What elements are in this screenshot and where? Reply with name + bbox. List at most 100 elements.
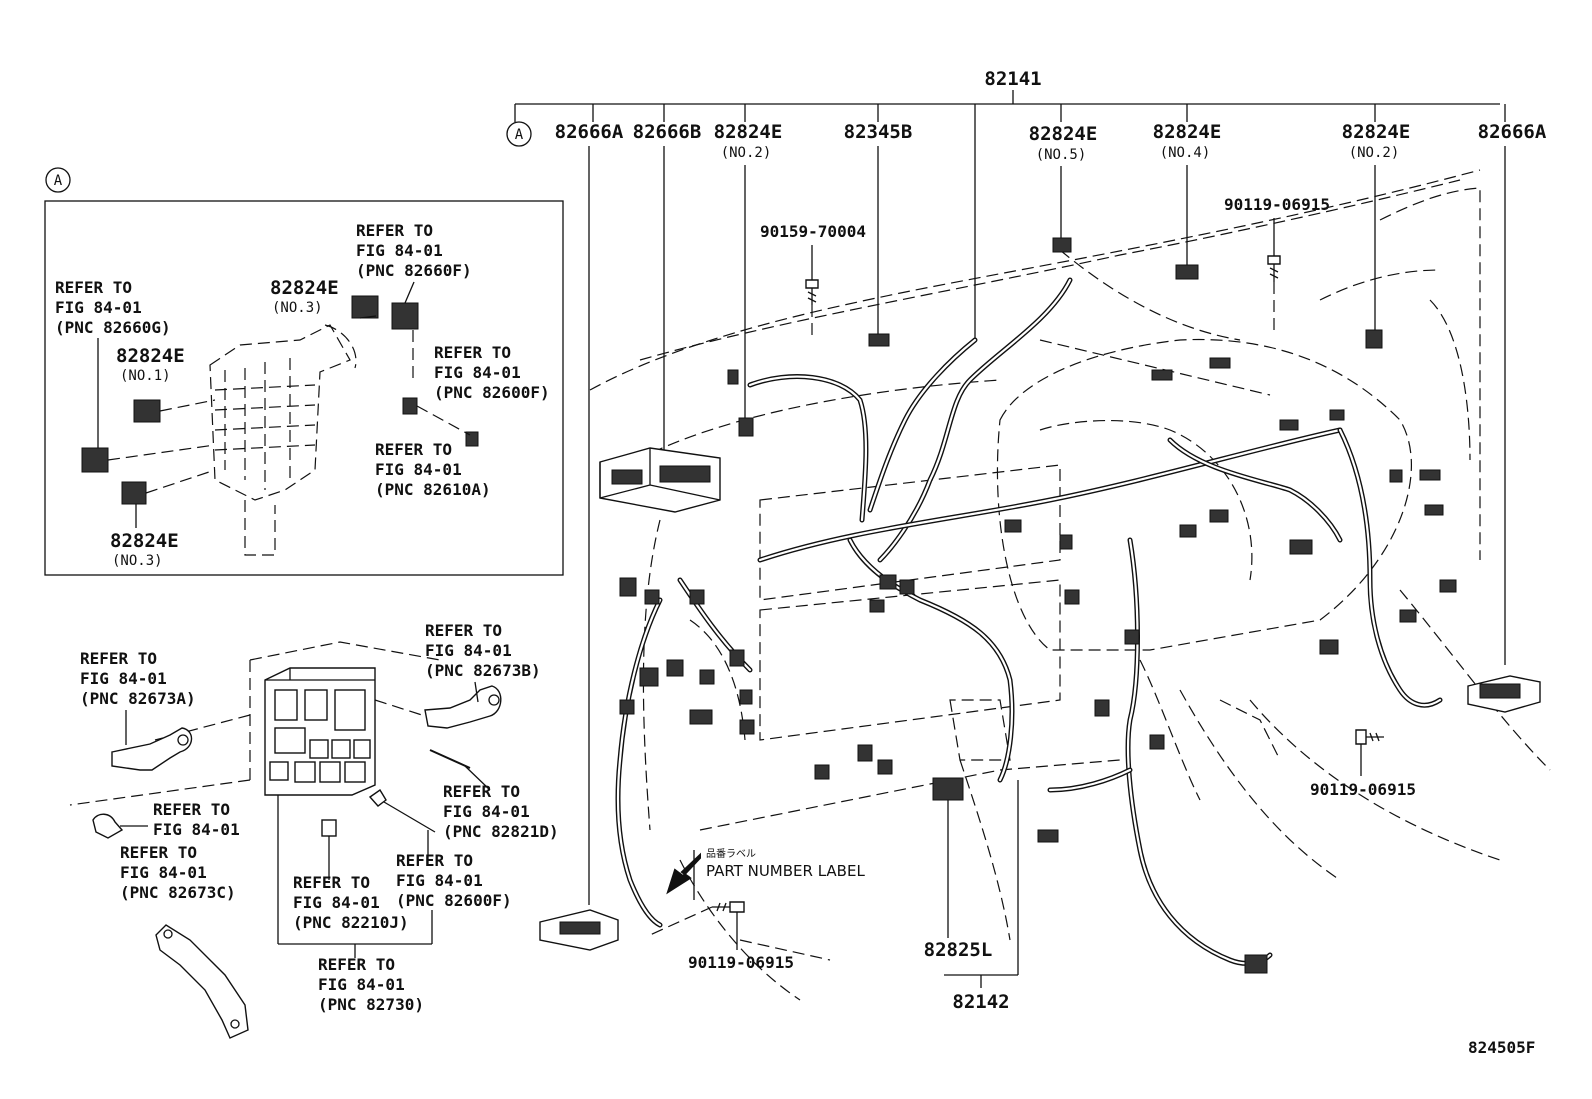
svg-text:(PNC 82600F): (PNC 82600F) xyxy=(434,383,550,402)
sub-82824e-no5: (NO.5) xyxy=(1036,147,1087,163)
connector-82600f xyxy=(402,397,418,415)
connector-82610a xyxy=(465,431,479,447)
svg-text:(PNC 82673B): (PNC 82673B) xyxy=(425,661,541,680)
connector-82660g xyxy=(81,447,109,473)
svg-text:FIG 84-01: FIG 84-01 xyxy=(375,460,462,479)
callout-marker: A xyxy=(515,127,524,143)
bracket-82673c xyxy=(155,924,249,1039)
bolt-leaders xyxy=(649,218,1362,950)
refer-82730: REFER TO FIG 84-01 (PNC 82730) xyxy=(318,955,424,1014)
svg-text:FIG 84-01: FIG 84-01 xyxy=(120,863,207,882)
connector-82666a-right-block xyxy=(1467,675,1541,713)
svg-text:REFER TO: REFER TO xyxy=(396,851,473,870)
svg-text:FIG 84-01: FIG 84-01 xyxy=(443,802,530,821)
connector-82824e-no3-top xyxy=(351,295,379,319)
sub-82824e-no4: (NO.4) xyxy=(1160,145,1211,161)
inset-82824e-no3-top-sub: (NO.3) xyxy=(272,300,323,316)
top-bracket xyxy=(514,90,1506,340)
svg-text:REFER TO: REFER TO xyxy=(80,649,157,668)
inset-82824e-no1: 82824E xyxy=(116,345,185,367)
connector-82666a-left-block xyxy=(539,909,619,951)
connector-82824e-no1 xyxy=(133,399,161,423)
svg-text:REFER TO: REFER TO xyxy=(153,800,230,819)
connector-82824e-no4 xyxy=(1175,264,1199,280)
inset-junction-block xyxy=(209,324,357,556)
svg-text:(PNC 82821D): (PNC 82821D) xyxy=(443,822,559,841)
svg-text:FIG 84-01: FIG 84-01 xyxy=(293,893,380,912)
connector-82824e-no3-bottom xyxy=(121,481,147,505)
label-82825l: 82825L xyxy=(924,939,993,961)
group-number-82142: 82142 xyxy=(952,991,1009,1013)
svg-text:FIG 84-01: FIG 84-01 xyxy=(55,298,142,317)
svg-text:(PNC 82660F): (PNC 82660F) xyxy=(356,261,472,280)
label-82824e-no4: 82824E xyxy=(1153,121,1222,143)
relay-small xyxy=(321,749,491,880)
fastener-90119-06915-bottom: 90119-06915 xyxy=(688,953,794,972)
refer-82673b: REFER TO FIG 84-01 (PNC 82673B) xyxy=(425,621,541,680)
figure-code: 824505F xyxy=(1468,1038,1535,1057)
fastener-90159-70004: 90159-70004 xyxy=(760,222,866,241)
svg-text:FIG 84-01: FIG 84-01 xyxy=(80,669,167,688)
refer-82673a: REFER TO FIG 84-01 (PNC 82673A) xyxy=(80,649,196,708)
svg-text:REFER TO: REFER TO xyxy=(443,782,520,801)
part-number-label-en: PART NUMBER LABEL xyxy=(706,862,865,880)
inset-marker: A xyxy=(54,173,63,189)
part-82825l-group xyxy=(932,777,1019,988)
part-number-label-jp: 品番ラベル xyxy=(706,848,756,860)
svg-text:FIG 84-01: FIG 84-01 xyxy=(356,241,443,260)
callout-circle-a xyxy=(506,121,532,147)
svg-text:REFER TO: REFER TO xyxy=(356,221,433,240)
label-82666b: 82666B xyxy=(633,121,702,143)
inset-refer-82660f: REFER TO FIG 84-01 (PNC 82660F) xyxy=(356,221,472,280)
inset-82824e-no3-bottom-sub: (NO.3) xyxy=(112,553,163,569)
svg-text:REFER TO: REFER TO xyxy=(425,621,502,640)
label-82345b: 82345B xyxy=(844,121,913,143)
label-82824e-no2-right: 82824E xyxy=(1342,121,1411,143)
label-82666a-left: 82666A xyxy=(555,121,624,143)
bracket-82673a xyxy=(111,710,193,771)
label-82824e-no2-left: 82824E xyxy=(714,121,783,143)
inset-refer-82610a: REFER TO FIG 84-01 (PNC 82610A) xyxy=(375,440,491,499)
inset-frame xyxy=(44,200,564,576)
inset-refer-82660g: REFER TO FIG 84-01 (PNC 82660G) xyxy=(55,278,171,337)
svg-text:(PNC 82673C): (PNC 82673C) xyxy=(120,883,236,902)
part-number-label: 品番ラベル PART NUMBER LABEL xyxy=(666,848,865,900)
svg-text:FIG 84-01: FIG 84-01 xyxy=(153,820,240,839)
harness-connectors xyxy=(619,237,1457,974)
lower-bracket-lines xyxy=(277,795,433,958)
inset-82824e-no3-bottom: 82824E xyxy=(110,530,179,552)
bolt-top xyxy=(805,279,819,305)
svg-text:FIG 84-01: FIG 84-01 xyxy=(318,975,405,994)
main-harness xyxy=(615,277,1443,966)
connector-82825l xyxy=(932,777,964,801)
clip-small xyxy=(92,813,148,839)
connector-82660f xyxy=(391,302,419,330)
relay-block xyxy=(69,641,441,806)
refer-82210j: REFER TO FIG 84-01 (PNC 82210J) xyxy=(293,873,409,932)
connector-82824e-no2-right xyxy=(1365,329,1383,349)
refer-82673c: REFER TO FIG 84-01 (PNC 82673C) xyxy=(120,843,236,902)
arrow-icon xyxy=(666,852,701,895)
svg-text:REFER TO: REFER TO xyxy=(318,955,395,974)
svg-text:(PNC 82673A): (PNC 82673A) xyxy=(80,689,196,708)
connector-82345b xyxy=(868,333,890,347)
svg-text:FIG 84-01: FIG 84-01 xyxy=(396,871,483,890)
fastener-90119-06915-top: 90119-06915 xyxy=(1224,195,1330,214)
connector-82666b-block xyxy=(599,447,721,513)
svg-text:FIG 84-01: FIG 84-01 xyxy=(434,363,521,382)
top-leaders xyxy=(588,146,1506,905)
bolts xyxy=(712,255,1384,913)
inset-leaders xyxy=(97,281,471,528)
label-82824e-no5: 82824E xyxy=(1029,123,1098,145)
svg-text:REFER TO: REFER TO xyxy=(55,278,132,297)
svg-text:REFER TO: REFER TO xyxy=(120,843,197,862)
refer-82600f-lower: REFER TO FIG 84-01 (PNC 82600F) xyxy=(396,851,512,910)
svg-text:(PNC 82210J): (PNC 82210J) xyxy=(293,913,409,932)
svg-text:(PNC 82610A): (PNC 82610A) xyxy=(375,480,491,499)
inset-82824e-no1-sub: (NO.1) xyxy=(120,368,171,384)
svg-text:FIG 84-01: FIG 84-01 xyxy=(425,641,512,660)
bracket-82673b xyxy=(374,681,502,729)
sub-82824e-no2-right: (NO.2) xyxy=(1349,145,1400,161)
bolt-bottom xyxy=(712,901,745,913)
